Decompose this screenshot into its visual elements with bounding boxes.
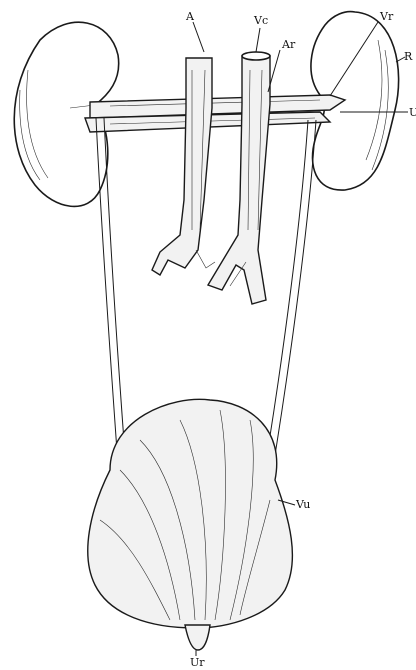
aorta (152, 58, 215, 275)
label-bladder: Vu (295, 498, 310, 511)
label-renal-artery: Ar (281, 38, 296, 51)
renal-vessels (85, 95, 345, 132)
label-aorta: A (185, 10, 195, 23)
urethra (185, 625, 210, 650)
label-renal-vein: Vr (379, 10, 394, 23)
label-urethra: Ur (190, 656, 205, 669)
vena-cava (208, 52, 270, 304)
label-kidney: R (404, 50, 413, 63)
label-ureter: U (409, 106, 416, 119)
label-vena-cava: Vc (253, 14, 268, 27)
bladder (88, 399, 293, 628)
